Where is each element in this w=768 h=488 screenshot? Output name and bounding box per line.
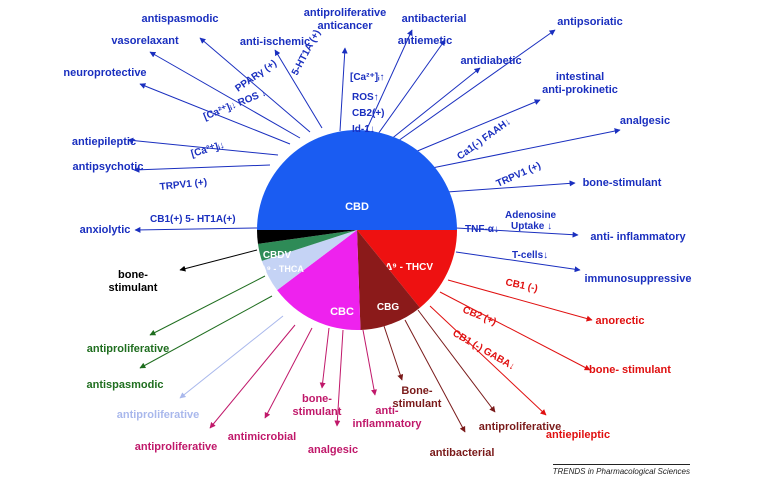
arrow-bone-stimulant-thcv <box>439 291 591 371</box>
effect-analgesic-cbc: analgesic <box>308 444 358 456</box>
slice-thcv <box>357 230 457 308</box>
arrow-anti-inflammatory-cbd <box>455 227 579 238</box>
arrow-antispasmodic-cbd <box>199 37 311 133</box>
mechanism-tcells: T-cells↓ <box>512 250 548 261</box>
effect-bone-stimulant-cbdv: bone-stimulant <box>109 269 158 294</box>
effect-antiproliferative-light: antiproliferative <box>117 409 200 421</box>
arrow-antibacterial-cbd <box>365 29 413 132</box>
mechanism-tnf: TNF-α↓ <box>465 224 499 235</box>
effect-arrows <box>127 29 621 433</box>
slice-thca <box>257 230 357 261</box>
mechanism-cb1-minus-1: CB1 (-) <box>504 277 538 295</box>
mechanism-cb1-5ht1a: CB1(+) 5- HT1A(+) <box>150 214 236 225</box>
arrow-bone-stimulant-cbg <box>383 325 404 381</box>
slice-cbc <box>277 230 361 330</box>
effect-bone-stimulant-cbc: bone-stimulant <box>293 393 342 418</box>
effect-antiproliferative-cbg: antiproliferative <box>479 421 562 433</box>
mechanism-id1: Id-1↓ <box>352 124 375 135</box>
journal-credit: TRENDS in Pharmacological Sciences <box>552 464 690 476</box>
mechanism-ppar: PPARγ (+) <box>233 58 279 94</box>
arrow-antiproliferative-anticancer <box>339 47 348 132</box>
arrow-antiepileptic-cbd <box>127 137 279 156</box>
arrow-bone-stimulant-cbc <box>319 327 330 389</box>
effect-anti-ischemic: anti-ischemic <box>240 36 310 48</box>
mechanism-cb2-plus: CB2(+) <box>352 108 385 119</box>
arrow-antispasmodic-thca <box>139 295 273 369</box>
arrow-neuroprotective <box>139 83 291 145</box>
mechanism-ca-ros-left: [Ca²⁺]ᵢ↓ ROS ↓ <box>202 88 268 123</box>
arrow-intestinal <box>414 99 541 153</box>
effect-anti-inflammatory-cbc: anti-inflammatory <box>352 405 422 430</box>
mechanism-ca-up: [Ca²⁺]ᵢ↑ <box>350 72 384 83</box>
arrow-vasorelaxant <box>149 51 301 139</box>
effect-anorectic: anorectic <box>596 315 645 327</box>
effect-vasorelaxant: vasorelaxant <box>111 35 179 47</box>
mechanism-ros-up: ROS↑ <box>352 92 379 103</box>
mechanism-cb2-plus-red: CB2 (+) <box>461 305 498 328</box>
arrow-analgesic-cbc <box>334 329 344 427</box>
effect-anti-inflammatory-cbd: anti- inflammatory <box>590 231 686 243</box>
pie-chart: CBD Δ⁹ - THCV CBG CBC Δ⁹ - THCA CBDV <box>257 130 457 330</box>
arrow-antipsychotic <box>133 164 271 173</box>
arrow-bone-stimulant-cbdv <box>179 249 258 272</box>
effect-bone-stimulant-cbd: bone-stimulant <box>583 177 662 189</box>
arrow-antiproliferative-cbc <box>209 324 296 429</box>
effect-antibacterial-cbd: antibacterial <box>402 13 467 25</box>
effect-antispasmodic-thca: antispasmodic <box>86 379 163 391</box>
effect-antiproliferative-thca: antiproliferative <box>87 343 170 355</box>
arrow-antiemetic <box>377 39 446 135</box>
effect-bone-stimulant-cbg: Bone-stimulant <box>393 385 442 410</box>
effect-antispasmodic-cbd: antispasmodic <box>141 13 218 25</box>
arrow-anorectic <box>447 279 593 322</box>
effect-antiproliferative-cbc: antiproliferative <box>135 441 218 453</box>
arrow-antiproliferative-cbg <box>417 309 496 413</box>
effect-antibacterial-cbg: antibacterial <box>430 447 495 459</box>
effect-antiepileptic-thcv: antiepileptic <box>546 429 610 441</box>
effect-antipsoriatic: antipsoriatic <box>557 16 622 28</box>
arrow-analgesic-cbd <box>431 128 621 169</box>
arrow-antipsoriatic <box>397 29 556 142</box>
slice-light <box>261 230 357 291</box>
arrow-anti-inflammatory-cbc <box>362 329 377 396</box>
effect-antidiabetic: antidiabetic <box>460 55 521 67</box>
arrow-antiproliferative-light <box>179 315 284 399</box>
effect-antipsychotic: antipsychotic <box>73 161 144 173</box>
mechanism-trpv1-left: TRPV1 (+) <box>159 177 207 193</box>
arrow-antidiabetic <box>389 67 481 141</box>
effect-anxiolytic: anxiolytic <box>80 224 131 236</box>
effect-bone-stimulant-thcv: bone- stimulant <box>589 364 671 376</box>
arrow-bone-stimulant-cbd <box>446 180 576 193</box>
arrow-anti-ischemic <box>274 49 323 129</box>
arrow-immunosuppressive <box>455 251 581 273</box>
arrow-antimicrobial <box>264 327 313 419</box>
effect-analgesic-cbd: analgesic <box>620 115 670 127</box>
effect-antimicrobial: antimicrobial <box>228 431 296 443</box>
effect-antiemetic: antiemetic <box>398 35 452 47</box>
effect-antiepileptic-cbd: antiepileptic <box>72 136 136 148</box>
slice-label-cbd: CBD <box>345 201 369 213</box>
effect-neuroprotective: neuroprotective <box>63 67 146 79</box>
arrow-antiepileptic-thcv <box>429 305 547 416</box>
slice-label-thcv: Δ⁹ - THCV <box>385 262 433 273</box>
slice-cbdv <box>257 230 357 244</box>
arrow-anxiolytic <box>134 226 258 233</box>
mechanism-ca-left2: [Ca²⁺]ᵢ↓ <box>190 140 226 160</box>
effect-immunosuppressive: immunosuppressive <box>585 273 692 285</box>
slice-label-cbdv: CBDV <box>263 250 292 261</box>
arrow-antiproliferative-thca <box>149 275 266 336</box>
slice-cbg <box>357 230 420 330</box>
slice-cbd <box>257 130 457 230</box>
arrow-antibacterial-cbg <box>404 319 466 433</box>
slice-label-thca: Δ⁹ - THCA <box>260 264 304 274</box>
slice-label-cbc: CBC <box>330 306 354 318</box>
slice-label-cbg: CBG <box>377 302 399 313</box>
